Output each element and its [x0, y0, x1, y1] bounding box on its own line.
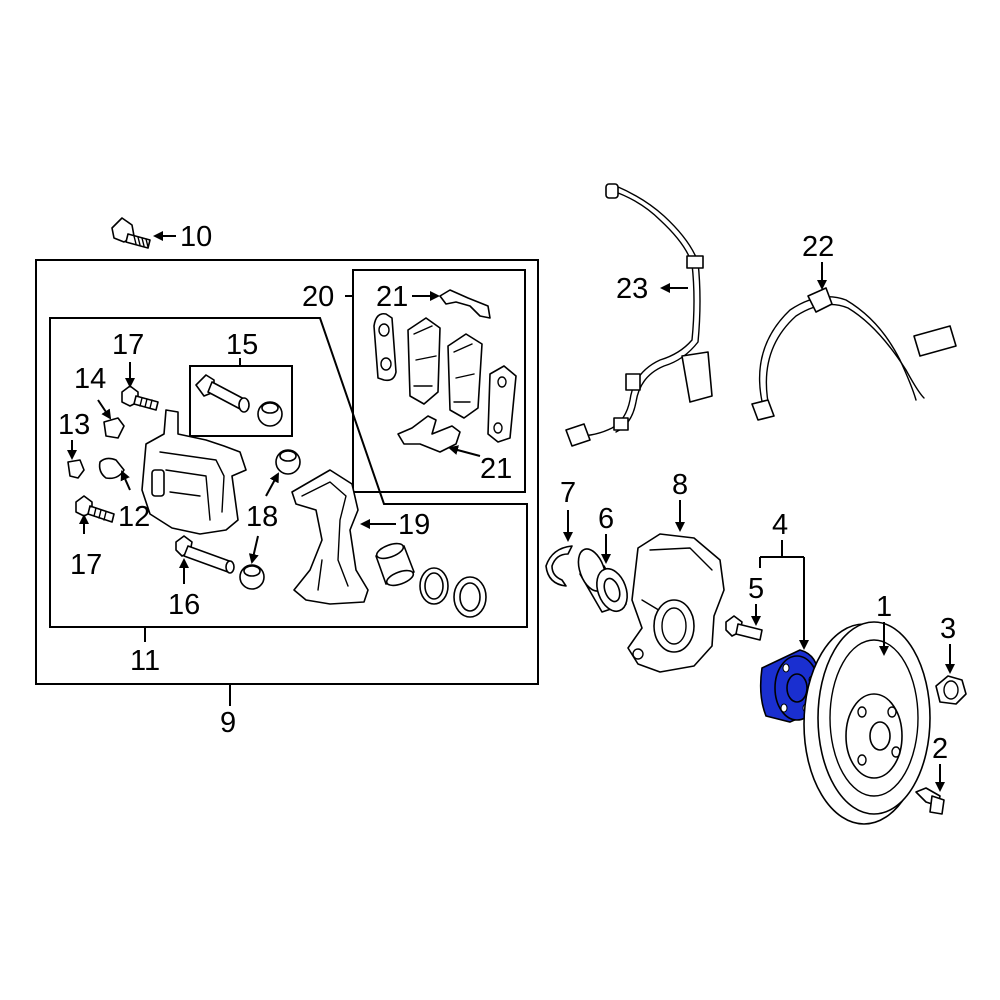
boot-part-18-upper: [275, 449, 301, 475]
callout-7: 7: [560, 477, 576, 509]
dust-boot: [453, 576, 487, 618]
rotor-screw-part-2: [915, 787, 945, 815]
callout-2: 2: [932, 733, 948, 765]
callout-20: 20: [302, 281, 334, 313]
abs-sensor-part-23: [565, 183, 713, 447]
caliper-bracket-part-19: [291, 469, 369, 605]
caliper-housing-part-11: [141, 409, 247, 535]
callout-12: 12: [118, 501, 150, 533]
leader-lines: [67, 231, 955, 792]
bolt-part-17-lower: [75, 495, 115, 523]
callout-11: 11: [130, 645, 160, 677]
callout-8: 8: [672, 469, 688, 501]
callout-13: 13: [58, 409, 90, 441]
guide-pin-part-15: [195, 374, 250, 413]
piston-seal: [419, 567, 449, 605]
callout-16: 16: [168, 589, 200, 621]
pad-clip-upper: [439, 289, 491, 319]
callout-19: 19: [398, 509, 430, 541]
callout-17-upper: 17: [112, 329, 144, 361]
callout-5: 5: [748, 573, 764, 605]
pad-clip-lower: [397, 415, 461, 453]
bolt-part-10: [111, 217, 151, 249]
wheel-stud-part-5: [725, 615, 763, 641]
callout-22: 22: [802, 231, 834, 263]
callout-10: 10: [180, 221, 212, 253]
hub-bore: [786, 673, 808, 703]
wheel-bearing-part-6: [577, 548, 628, 613]
callout-21-upper: 21: [376, 281, 408, 313]
snap-ring-part-7: [545, 545, 573, 587]
callout-9: 9: [220, 707, 236, 739]
brake-pad-outer: [447, 333, 483, 419]
callout-23: 23: [616, 273, 648, 305]
cap-part-12: [98, 457, 125, 480]
bolt-part-17-upper: [121, 385, 159, 411]
callout-17-lower: 17: [70, 549, 102, 581]
wheel-hub-part-4: [759, 649, 820, 723]
pad-shim-left: [373, 312, 397, 382]
group-box-20: [352, 269, 526, 493]
callout-6: 6: [598, 503, 614, 535]
brake-pad-inner: [407, 317, 441, 405]
boot-part-18-lower: [239, 564, 265, 590]
callout-4: 4: [772, 509, 788, 541]
group-box-11: [49, 317, 528, 628]
bleeder-cap-part-14: [103, 417, 125, 439]
callout-3: 3: [940, 613, 956, 645]
callout-14: 14: [74, 363, 106, 395]
callout-15: 15: [226, 329, 258, 361]
callout-1: 1: [876, 591, 892, 623]
boot-part-15: [257, 401, 283, 427]
dust-shield-part-8: [627, 533, 725, 673]
bleeder-screw-part-13: [67, 459, 85, 479]
pad-shim-right: [487, 365, 517, 443]
callout-18: 18: [246, 501, 278, 533]
group-box-9: [35, 259, 539, 685]
brake-rotor-part-1: [803, 621, 931, 825]
brake-hose-part-22: [751, 287, 957, 421]
axle-nut-part-3: [935, 675, 967, 705]
callout-labels: 10 9 11 15 20 21 21 17 14 13 12 17 18 16…: [58, 221, 956, 765]
guide-pin-part-16: [175, 535, 235, 574]
piston: [375, 542, 415, 587]
callout-21-lower: 21: [480, 453, 512, 485]
